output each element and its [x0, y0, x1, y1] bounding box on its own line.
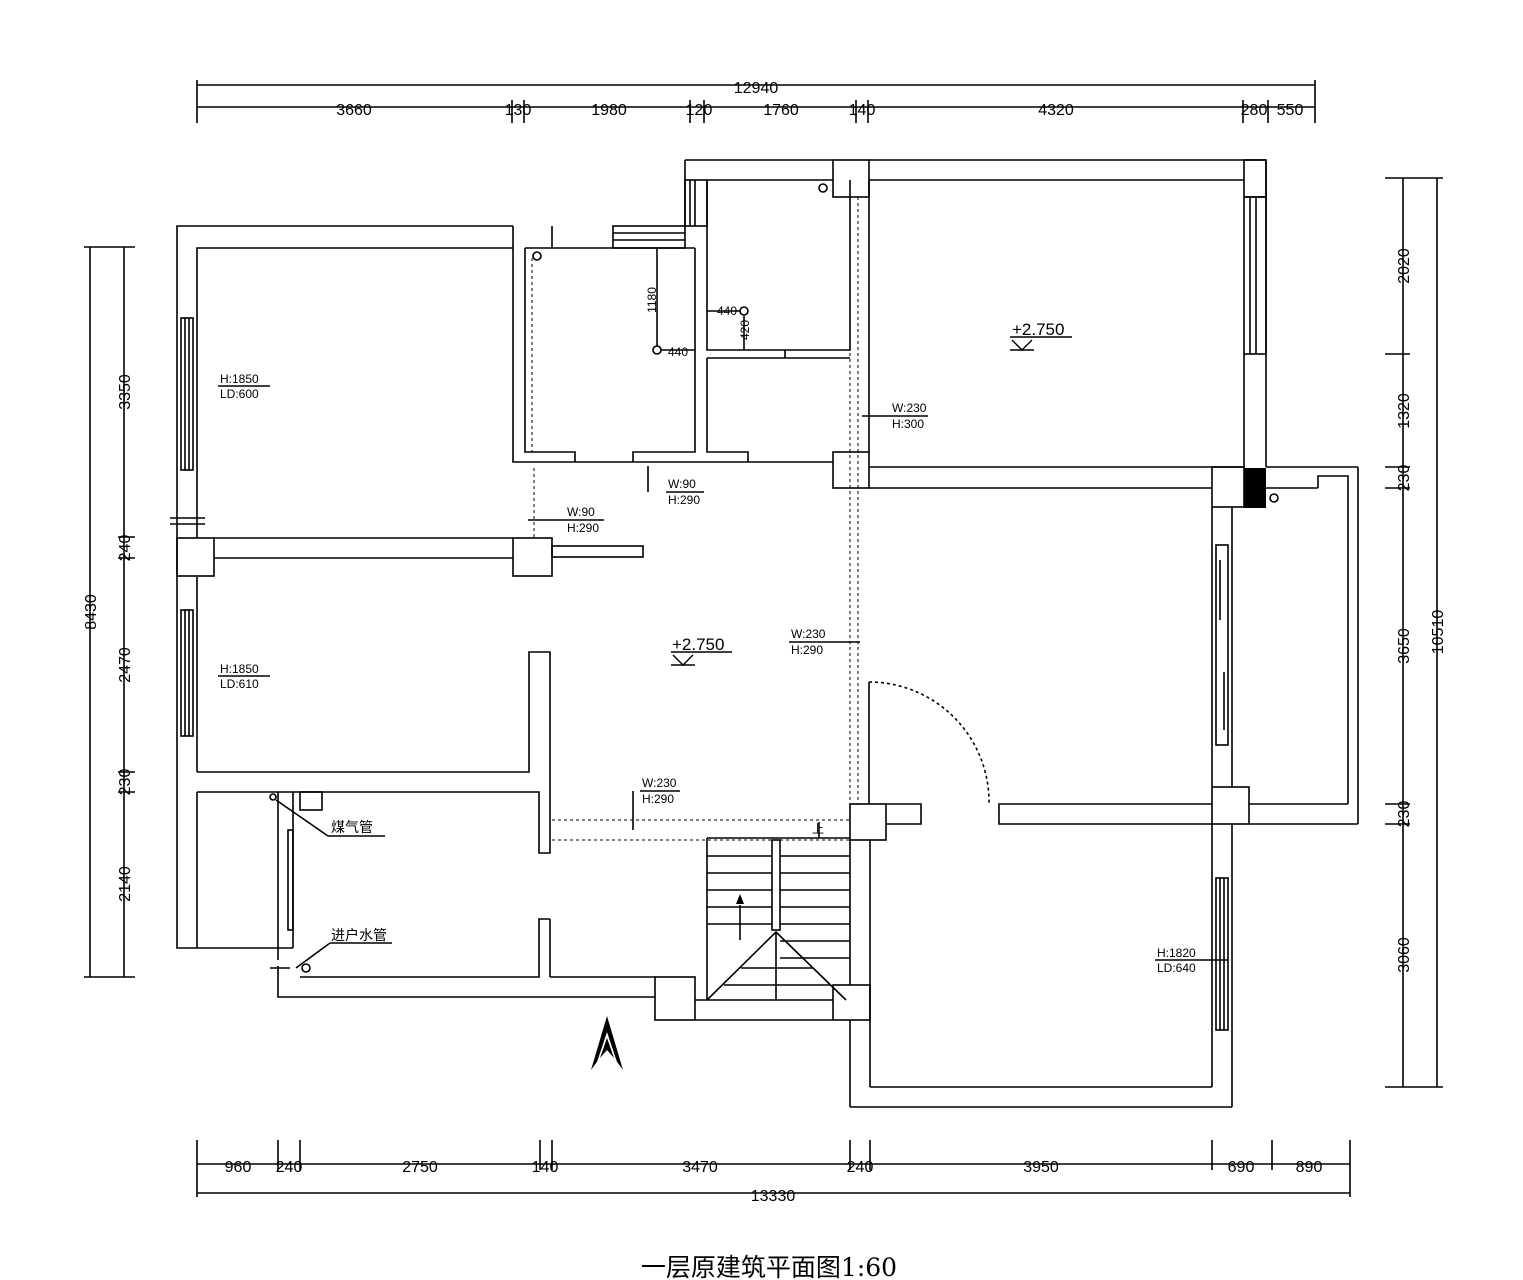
dim-top-total: 12940	[734, 80, 779, 97]
pipe-dim-440-a: 440	[717, 304, 737, 318]
dim-right-5: 230	[1396, 801, 1413, 828]
level-top-right: +2.750	[1012, 320, 1064, 339]
dim-right-4: 3650	[1396, 628, 1413, 664]
dim-left-1: 3350	[117, 374, 134, 410]
dim-bottom-6: 240	[847, 1159, 874, 1176]
beam-2-h: H:290	[668, 493, 700, 507]
dim-top-7: 4320	[1038, 102, 1074, 119]
pipe-dim-1180: 1180	[645, 287, 659, 313]
level-center: +2.750	[672, 635, 724, 654]
dim-bottom-8: 690	[1228, 1159, 1255, 1176]
pipe-dim-420: 420	[738, 320, 752, 340]
water-pipe-label: 进户水管	[331, 927, 387, 944]
dim-left-3: 2470	[117, 647, 134, 683]
north-arrow-icon	[591, 1016, 623, 1070]
dim-top-2: 130	[505, 102, 532, 119]
dim-right-3: 230	[1396, 465, 1413, 492]
beam-1-h: H:300	[892, 417, 924, 431]
dim-left-2: 240	[117, 535, 134, 562]
beam-2-w: W:90	[668, 477, 696, 491]
beam-3-w: W:90	[567, 505, 595, 519]
dim-bottom-5: 3470	[682, 1159, 718, 1176]
dim-bottom-9: 890	[1296, 1159, 1323, 1176]
dim-top-6: 140	[849, 102, 876, 119]
dim-bottom-7: 3950	[1023, 1159, 1059, 1176]
window-br-height: H:1820	[1157, 946, 1196, 960]
beam-1-w: W:230	[892, 401, 927, 415]
beam-5-w: W:230	[642, 776, 677, 790]
dim-bottom-2: 240	[276, 1159, 303, 1176]
dim-bottom-3: 2750	[402, 1159, 438, 1176]
dim-right-total: 10510	[1430, 610, 1447, 655]
dim-bottom-1: 960	[225, 1159, 252, 1176]
beam-4-w: W:230	[791, 627, 826, 641]
dim-bottom-4: 140	[532, 1159, 559, 1176]
dim-left-total: 8430	[83, 594, 100, 630]
window-tl-ld: LD:600	[220, 387, 259, 401]
dim-right-2: 1320	[1396, 393, 1413, 429]
beam-4-h: H:290	[791, 643, 823, 657]
dim-top-3: 1980	[591, 102, 627, 119]
dim-top-8: 280	[1241, 102, 1268, 119]
dim-right-6: 3060	[1396, 937, 1413, 973]
dim-top-5: 1760	[763, 102, 799, 119]
dim-bottom-total: 13330	[751, 1188, 796, 1205]
dim-top-9: 550	[1277, 102, 1304, 119]
stair-up-label: 上	[812, 822, 824, 836]
window-tl-height: H:1850	[220, 372, 259, 386]
window-ml-ld: LD:610	[220, 677, 259, 691]
beam-5-h: H:290	[642, 792, 674, 806]
beam-3-h: H:290	[567, 521, 599, 535]
plan-title: 一层原建筑平面图1:60	[641, 1253, 897, 1280]
gas-pipe-label: 煤气管	[331, 820, 373, 836]
window-ml-height: H:1850	[220, 662, 259, 676]
dim-left-5: 2140	[117, 866, 134, 902]
pipe-dim-440-b: 440	[668, 345, 688, 359]
dim-left-4: 230	[117, 769, 134, 796]
dim-top-1: 3660	[336, 102, 372, 119]
window-br-ld: LD:640	[1157, 961, 1196, 975]
dim-right-1: 2020	[1396, 248, 1413, 284]
dim-top-4: 120	[686, 102, 713, 119]
